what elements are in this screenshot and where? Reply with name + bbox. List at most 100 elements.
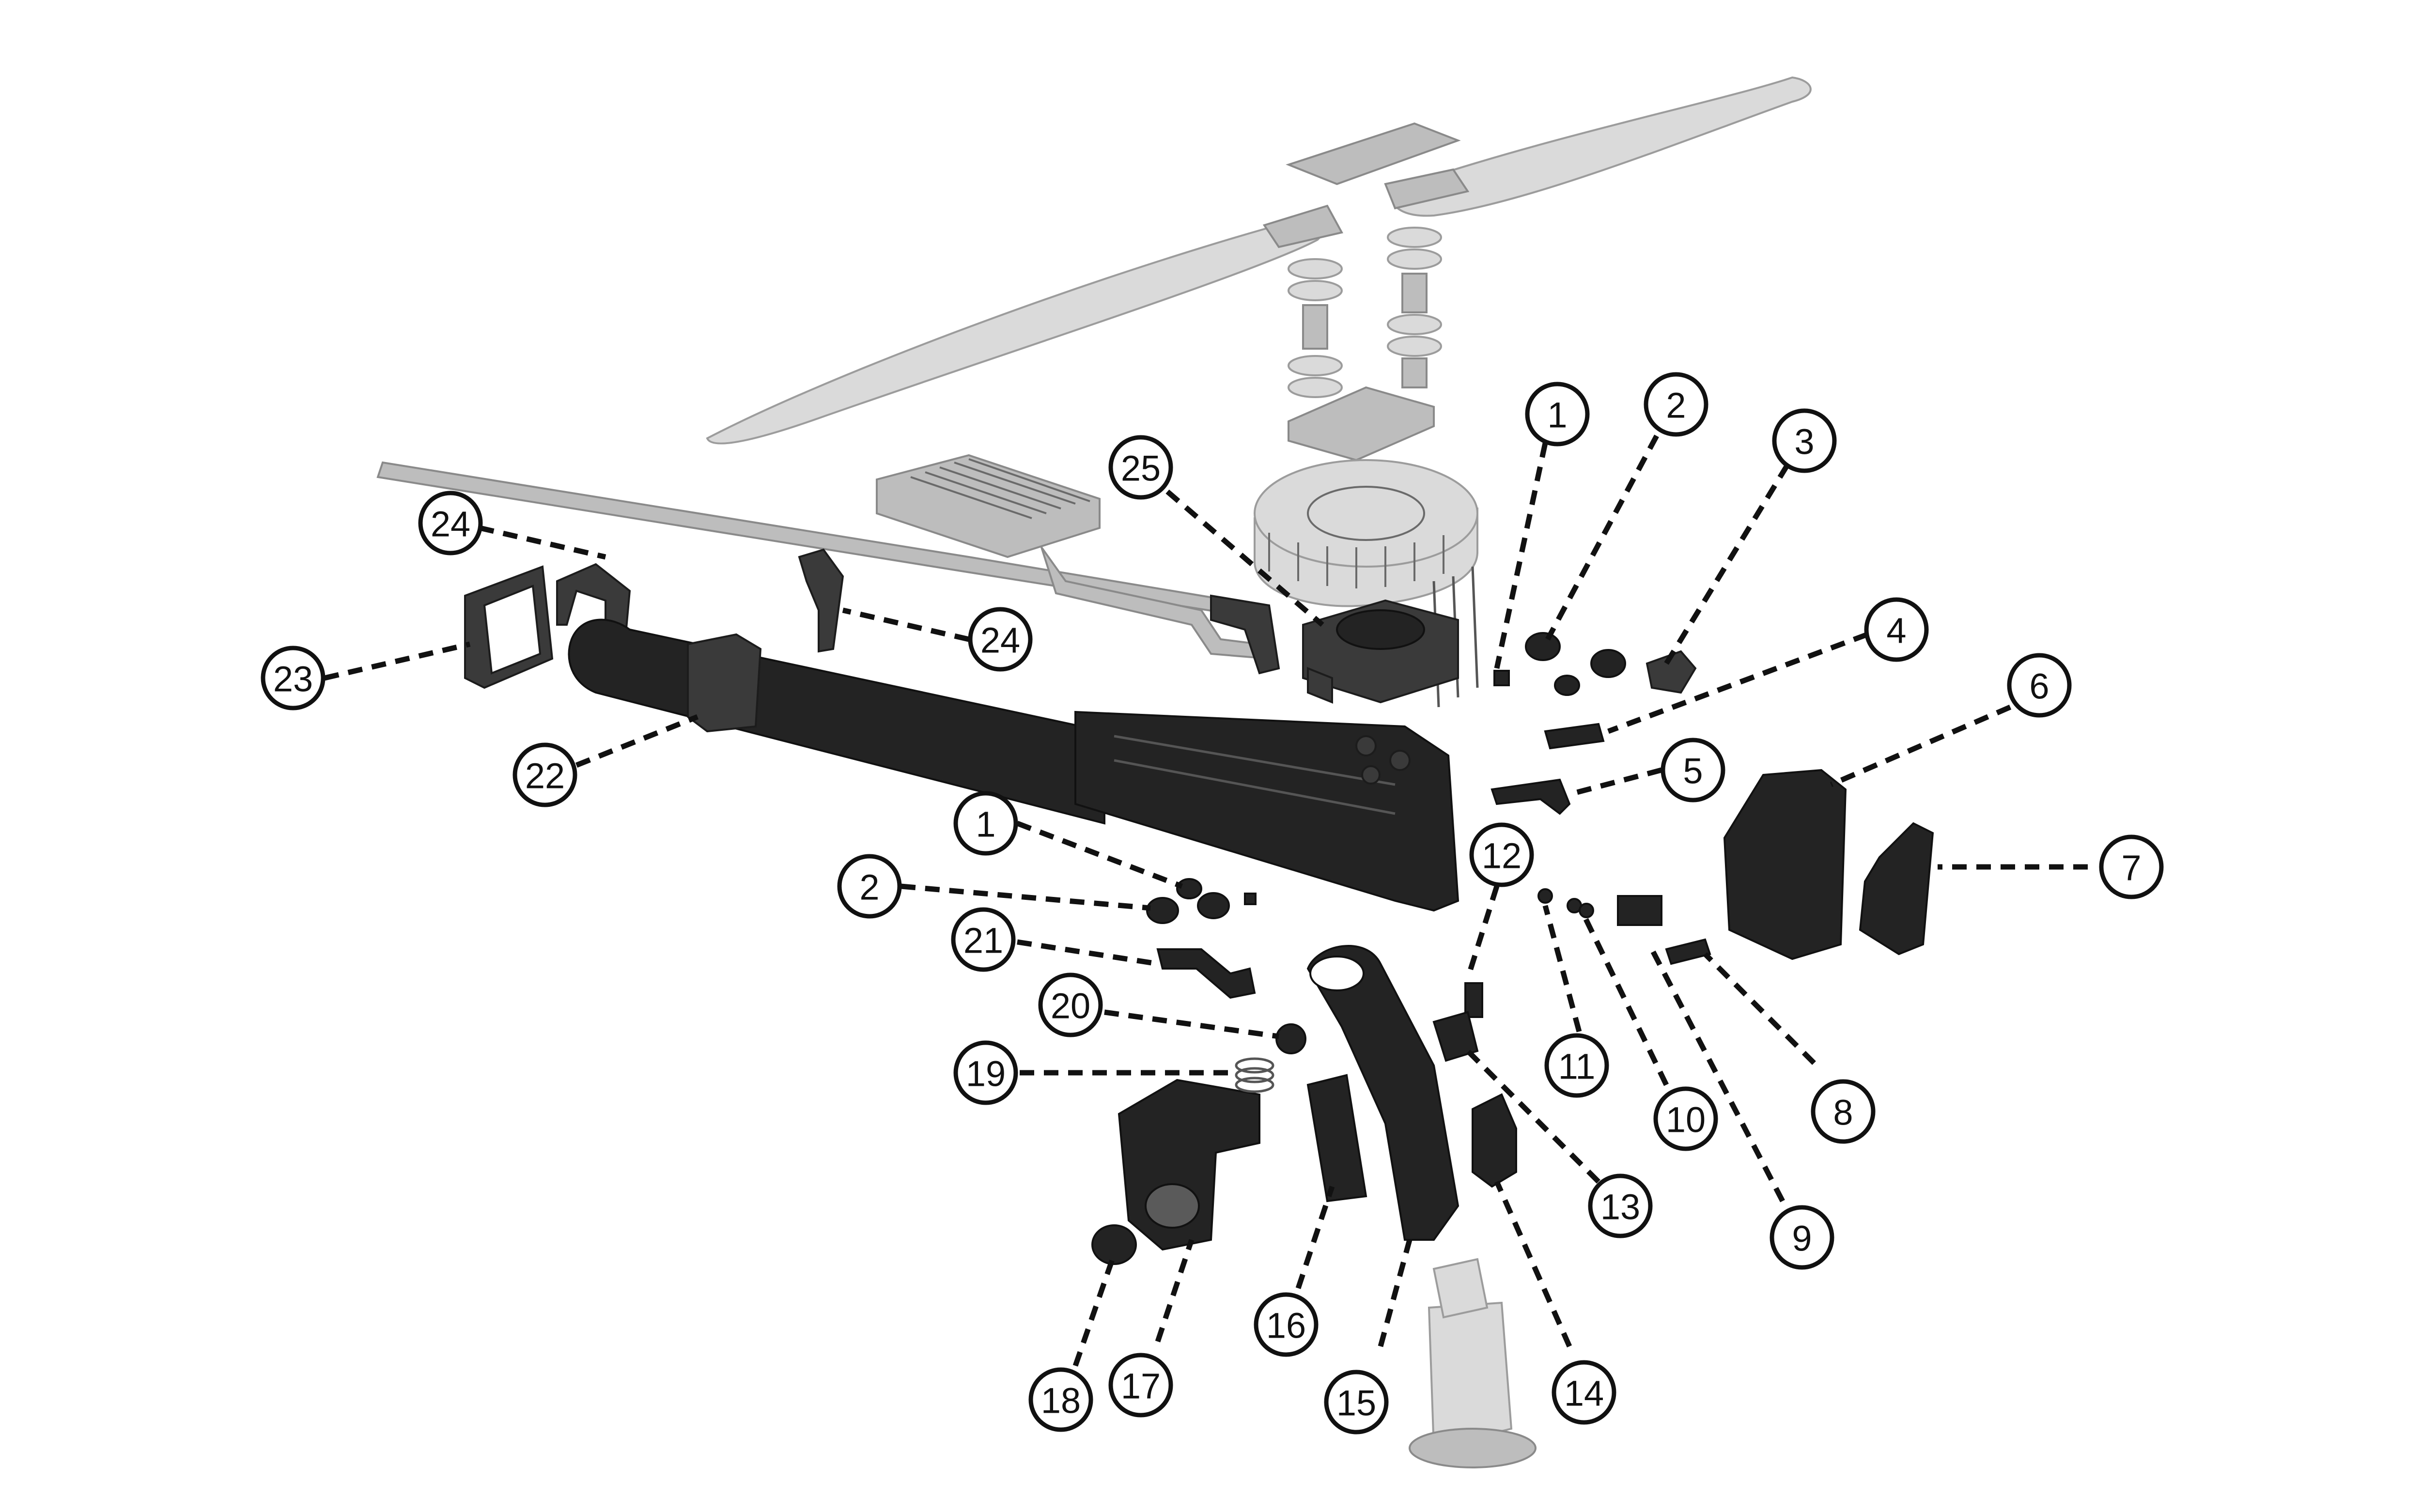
callout-14: 14 (1552, 1360, 1616, 1425)
leader-20 (1104, 1009, 1279, 1039)
svg-text:8: 8 (1833, 1093, 1853, 1133)
joint-seat-part (1118, 1079, 1260, 1251)
leader-3 (1664, 463, 1790, 665)
svg-text:25: 25 (1121, 448, 1161, 489)
leader-21 (1017, 939, 1158, 967)
motor-mount-base (1302, 599, 1459, 704)
sensor-bracket-part (1472, 1093, 1517, 1188)
callout-2-upper: 2 (1644, 372, 1708, 437)
leader-24-middle (842, 607, 970, 642)
leg-mount-part (1306, 945, 1459, 1241)
svg-text:10: 10 (1666, 1100, 1706, 1140)
leader-11 (1542, 905, 1582, 1033)
leader-6 (1830, 704, 2012, 787)
callout-1-upper: 1 (1525, 382, 1590, 447)
leader-2-upper (1545, 434, 1659, 641)
callout-11: 11 (1544, 1033, 1609, 1098)
callout-2-lower: 2 (837, 854, 902, 919)
leader-9 (1649, 948, 1785, 1203)
leader-5 (1568, 767, 1662, 797)
cable-bar (376, 461, 1280, 675)
cap-nut-part (1091, 1224, 1137, 1265)
leader-8 (1703, 952, 1816, 1065)
cover-plate-part (1306, 1074, 1367, 1203)
knob-part (1275, 1023, 1306, 1054)
propeller-blade-left (706, 220, 1325, 445)
callout-24-middle: 24 (968, 607, 1033, 672)
svg-text:4: 4 (1886, 611, 1906, 651)
svg-text:24: 24 (980, 620, 1020, 661)
propeller-hub-upper (1286, 122, 1461, 185)
leader-25 (1165, 489, 1324, 627)
leader-1-upper (1494, 442, 1548, 669)
spring-part (1235, 1057, 1274, 1093)
callout-19: 19 (953, 1040, 1018, 1105)
cable-clamp-part (798, 548, 844, 653)
leader-4 (1607, 632, 1868, 734)
propeller-hub-right (1384, 168, 1470, 210)
svg-text:2: 2 (859, 867, 879, 908)
callout-10: 10 (1653, 1086, 1718, 1151)
hose-elbow-part (1156, 948, 1256, 999)
hardware-lower-left (1146, 878, 1257, 924)
callout-20: 20 (1038, 972, 1103, 1037)
leader-lines (324, 434, 2088, 1367)
svg-text:5: 5 (1683, 751, 1703, 791)
svg-text:17: 17 (1121, 1366, 1161, 1406)
callouts: 1 2 3 4 5 6 7 8 9 10 11 12 13 14 15 16 1… (261, 372, 2164, 1435)
callout-25: 25 (1108, 435, 1173, 500)
hardware-lower-right (1432, 888, 1711, 1062)
latch-housing-part (1723, 769, 1847, 960)
callout-17: 17 (1108, 1353, 1173, 1418)
svg-text:20: 20 (1051, 986, 1090, 1026)
svg-text:9: 9 (1792, 1219, 1812, 1259)
svg-text:1: 1 (1547, 395, 1567, 435)
propeller-hub-left (1262, 204, 1344, 248)
svg-text:21: 21 (963, 921, 1003, 961)
esc-board (876, 454, 1101, 558)
svg-text:14: 14 (1564, 1373, 1604, 1414)
arm-tube-part (568, 618, 1459, 912)
callout-24-upper: 24 (418, 491, 483, 555)
svg-text:15: 15 (1336, 1383, 1376, 1423)
callout-22: 22 (512, 742, 577, 807)
washer-stack-left (1288, 258, 1343, 398)
svg-text:24: 24 (431, 504, 470, 544)
leader-18 (1072, 1253, 1117, 1367)
callout-21: 21 (951, 907, 1016, 972)
svg-text:1: 1 (976, 804, 995, 845)
svg-text:11: 11 (1558, 1047, 1596, 1087)
leader-12 (1465, 885, 1500, 979)
leader-2-lower (900, 883, 1151, 911)
callout-6: 6 (2007, 653, 2072, 718)
svg-text:2: 2 (1666, 386, 1686, 426)
svg-text:3: 3 (1794, 422, 1814, 462)
callout-1-lower: 1 (953, 791, 1018, 856)
washer-stack-right (1387, 227, 1442, 388)
callout-15: 15 (1324, 1370, 1389, 1435)
motor-top-plate (1288, 386, 1435, 462)
callout-18: 18 (1028, 1367, 1093, 1432)
svg-text:7: 7 (2121, 848, 2141, 888)
callout-23: 23 (261, 646, 326, 710)
leader-1-lower (1016, 820, 1183, 889)
leader-15 (1378, 1239, 1413, 1347)
svg-text:22: 22 (525, 756, 565, 796)
callout-12: 12 (1469, 822, 1534, 887)
hardware-upper (1490, 632, 1697, 815)
callout-5: 5 (1661, 738, 1725, 802)
svg-text:6: 6 (2029, 666, 2049, 707)
leg-mount-opening (1309, 956, 1365, 991)
callout-7: 7 (2099, 834, 2164, 899)
propeller-blade-right (1391, 76, 1812, 217)
leader-22 (575, 714, 699, 768)
leader-23 (324, 641, 471, 681)
release-button-part (1859, 822, 1934, 956)
callout-3: 3 (1772, 408, 1837, 473)
end-frame-window (483, 585, 542, 675)
leader-14 (1494, 1180, 1572, 1348)
sensor-canister (1409, 1258, 1537, 1468)
leader-17 (1155, 1239, 1195, 1342)
callout-16: 16 (1254, 1292, 1319, 1357)
